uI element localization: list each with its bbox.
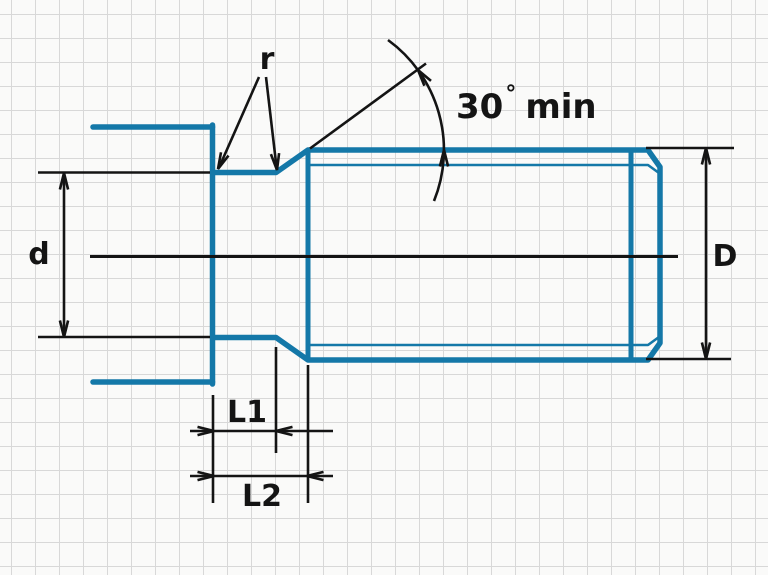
d-arrow-down-icon: [58, 320, 70, 338]
length-2-label: L2: [242, 479, 282, 514]
dimension-D: [646, 146, 734, 361]
thread-minor-line-top: [307, 163, 661, 175]
major-diameter-label: D: [712, 239, 738, 274]
angle-value: 30: [456, 87, 504, 127]
d-arrow-up-icon: [58, 172, 70, 190]
angle-arc: [387, 38, 446, 202]
chamfer-extension-line: [309, 62, 427, 150]
D-arrow-down-icon: [700, 342, 712, 360]
angle-arrow-upper-icon: [416, 69, 432, 87]
L1-arrow-right-icon: [275, 425, 293, 437]
fillet-radius-label: r: [259, 42, 275, 77]
D-arrow-up-icon: [700, 147, 712, 165]
degree-symbol: °: [505, 82, 517, 107]
dimension-d: [38, 171, 210, 339]
r-leader-left: [218, 76, 261, 168]
L1-arrow-left-icon: [197, 425, 215, 437]
radius-callout: [216, 76, 281, 171]
r-arrow-left-icon: [216, 152, 230, 170]
angle-suffix: min: [525, 87, 597, 127]
dimension-L1-L2: [190, 347, 333, 503]
angle-dimension: [309, 38, 450, 202]
minor-diameter-label: d: [28, 237, 50, 272]
r-arrow-right-icon: [269, 152, 281, 171]
L2-arrow-right-icon: [306, 470, 324, 482]
part-head-underside: [90, 122, 216, 387]
L2-arrow-left-icon: [197, 470, 215, 482]
angle-label: 30 ° min: [456, 82, 597, 127]
r-leader-right: [264, 76, 278, 168]
angle-arrow-lower-icon: [438, 149, 450, 167]
length-1-label: L1: [227, 395, 267, 430]
thread-minor-line-bottom: [307, 335, 661, 347]
